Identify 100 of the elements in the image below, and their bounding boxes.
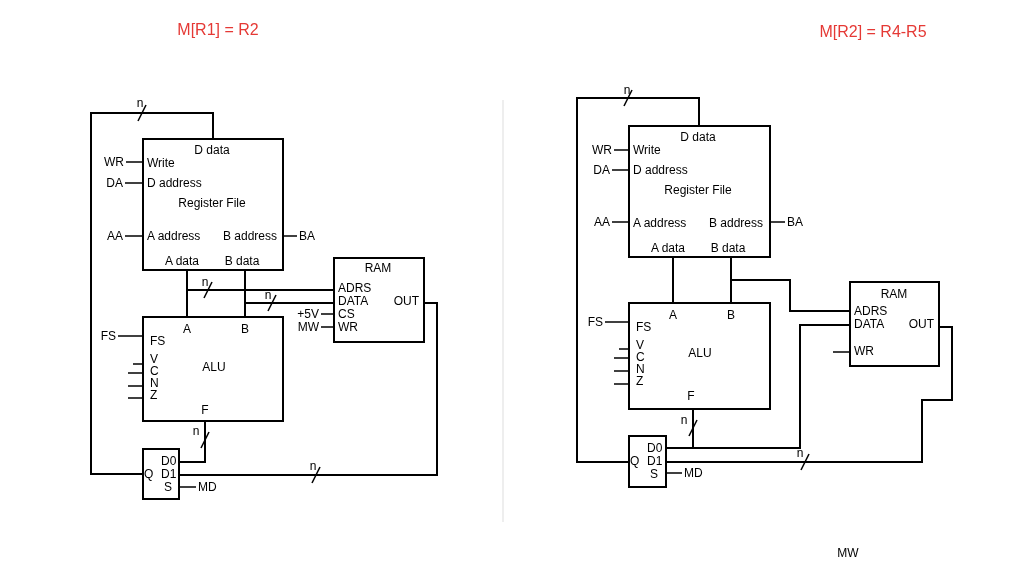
- pin-line: [770, 221, 786, 223]
- pin-line: [618, 348, 629, 350]
- port-label: D0: [161, 454, 177, 468]
- ram-block: [849, 281, 940, 367]
- heading: M[R2] = R4-R5: [819, 23, 927, 41]
- port-label: WR: [338, 320, 358, 334]
- signal-name: +5V: [297, 307, 319, 321]
- pin-line: [127, 397, 143, 399]
- port-label: A: [183, 322, 191, 336]
- pin-line: [613, 383, 629, 385]
- edge-label: n: [136, 96, 144, 110]
- port-label: Z: [150, 388, 158, 402]
- pin-line: [832, 351, 850, 353]
- ram-block: [333, 257, 425, 343]
- port-label: N: [150, 376, 159, 390]
- wire: [666, 326, 953, 463]
- wire: [244, 270, 334, 304]
- pin-line: [320, 313, 334, 315]
- pin-line: [125, 161, 143, 163]
- signal-name: DA: [593, 163, 610, 177]
- wire: [576, 97, 700, 463]
- pin-line: [132, 363, 143, 365]
- port-label: FS: [150, 334, 166, 348]
- signal-name: BA: [299, 229, 315, 243]
- signal-name: MD: [684, 466, 703, 480]
- port-label: D0: [647, 441, 663, 455]
- heading: M[R1] = R2: [177, 21, 259, 39]
- port-label: B data: [224, 254, 260, 268]
- signal-name: WR: [104, 155, 124, 169]
- block-title: Register File: [664, 183, 732, 197]
- wire: [692, 324, 850, 449]
- pin-line: [124, 182, 143, 184]
- pin-line: [124, 235, 143, 237]
- port-label: D data: [680, 130, 716, 144]
- port-label: ADRS: [338, 281, 372, 295]
- port-label: Q: [144, 467, 154, 481]
- wire: [179, 421, 206, 463]
- edge-label: n: [264, 288, 272, 302]
- pin-line: [611, 169, 629, 171]
- port-label: A data: [651, 241, 685, 255]
- alu-block: [142, 316, 284, 422]
- pin-line: [613, 357, 629, 359]
- port-label: C: [150, 364, 159, 378]
- register-file-block: [628, 125, 771, 258]
- wire: [90, 112, 214, 475]
- block-title: Register File: [178, 196, 246, 210]
- signal-name: FS: [587, 315, 603, 329]
- signal-name: MW: [297, 320, 319, 334]
- port-label: FS: [636, 320, 652, 334]
- port-label: V: [636, 338, 644, 352]
- port-label: B address: [222, 229, 277, 243]
- port-label: ADRS: [854, 304, 888, 318]
- port-label: CS: [338, 307, 355, 321]
- port-label: V: [150, 352, 158, 366]
- register-file-block: [142, 138, 284, 271]
- block-title: ALU: [688, 346, 712, 360]
- edge-label: n: [623, 83, 631, 97]
- signal-name: AA: [594, 215, 610, 229]
- pin-line: [127, 385, 143, 387]
- edge-label: n: [201, 275, 209, 289]
- port-label: C: [636, 350, 645, 364]
- port-label: D1: [161, 467, 177, 481]
- pin-line: [179, 486, 197, 488]
- port-label: F: [201, 403, 209, 417]
- port-label: D address: [633, 163, 688, 177]
- signal-name: MD: [198, 480, 217, 494]
- signal-name: WR: [592, 143, 612, 157]
- pin-line: [611, 221, 629, 223]
- wire: [730, 257, 850, 312]
- signal-name: BA: [787, 215, 803, 229]
- port-label: Write: [633, 143, 661, 157]
- pin-line: [613, 149, 629, 151]
- port-label: F: [687, 389, 695, 403]
- port-label: B address: [708, 216, 763, 230]
- port-label: A: [669, 308, 677, 322]
- port-label: OUT: [908, 317, 934, 331]
- port-label: A address: [633, 216, 687, 230]
- port-label: D address: [147, 176, 202, 190]
- signal-name: DA: [106, 176, 123, 190]
- pin-line: [127, 372, 143, 374]
- port-label: DATA: [854, 317, 885, 331]
- port-label: B: [241, 322, 249, 336]
- pin-line: [666, 472, 683, 474]
- wire: [186, 270, 334, 291]
- pin-line: [604, 321, 629, 323]
- wire: [672, 257, 674, 303]
- edge-label: n: [796, 446, 804, 460]
- edge-label: n: [309, 459, 317, 473]
- alu-block: [628, 302, 771, 410]
- block-title: RAM: [364, 261, 392, 275]
- signal-name: FS: [100, 329, 116, 343]
- port-label: D data: [194, 143, 230, 157]
- pin-line: [320, 326, 334, 328]
- pin-line: [117, 335, 143, 337]
- wire: [179, 302, 438, 476]
- port-label: A data: [165, 254, 199, 268]
- signal-name: MW: [837, 546, 859, 560]
- edge-label: n: [680, 413, 688, 427]
- edge-label: n: [192, 424, 200, 438]
- port-label: WR: [854, 344, 874, 358]
